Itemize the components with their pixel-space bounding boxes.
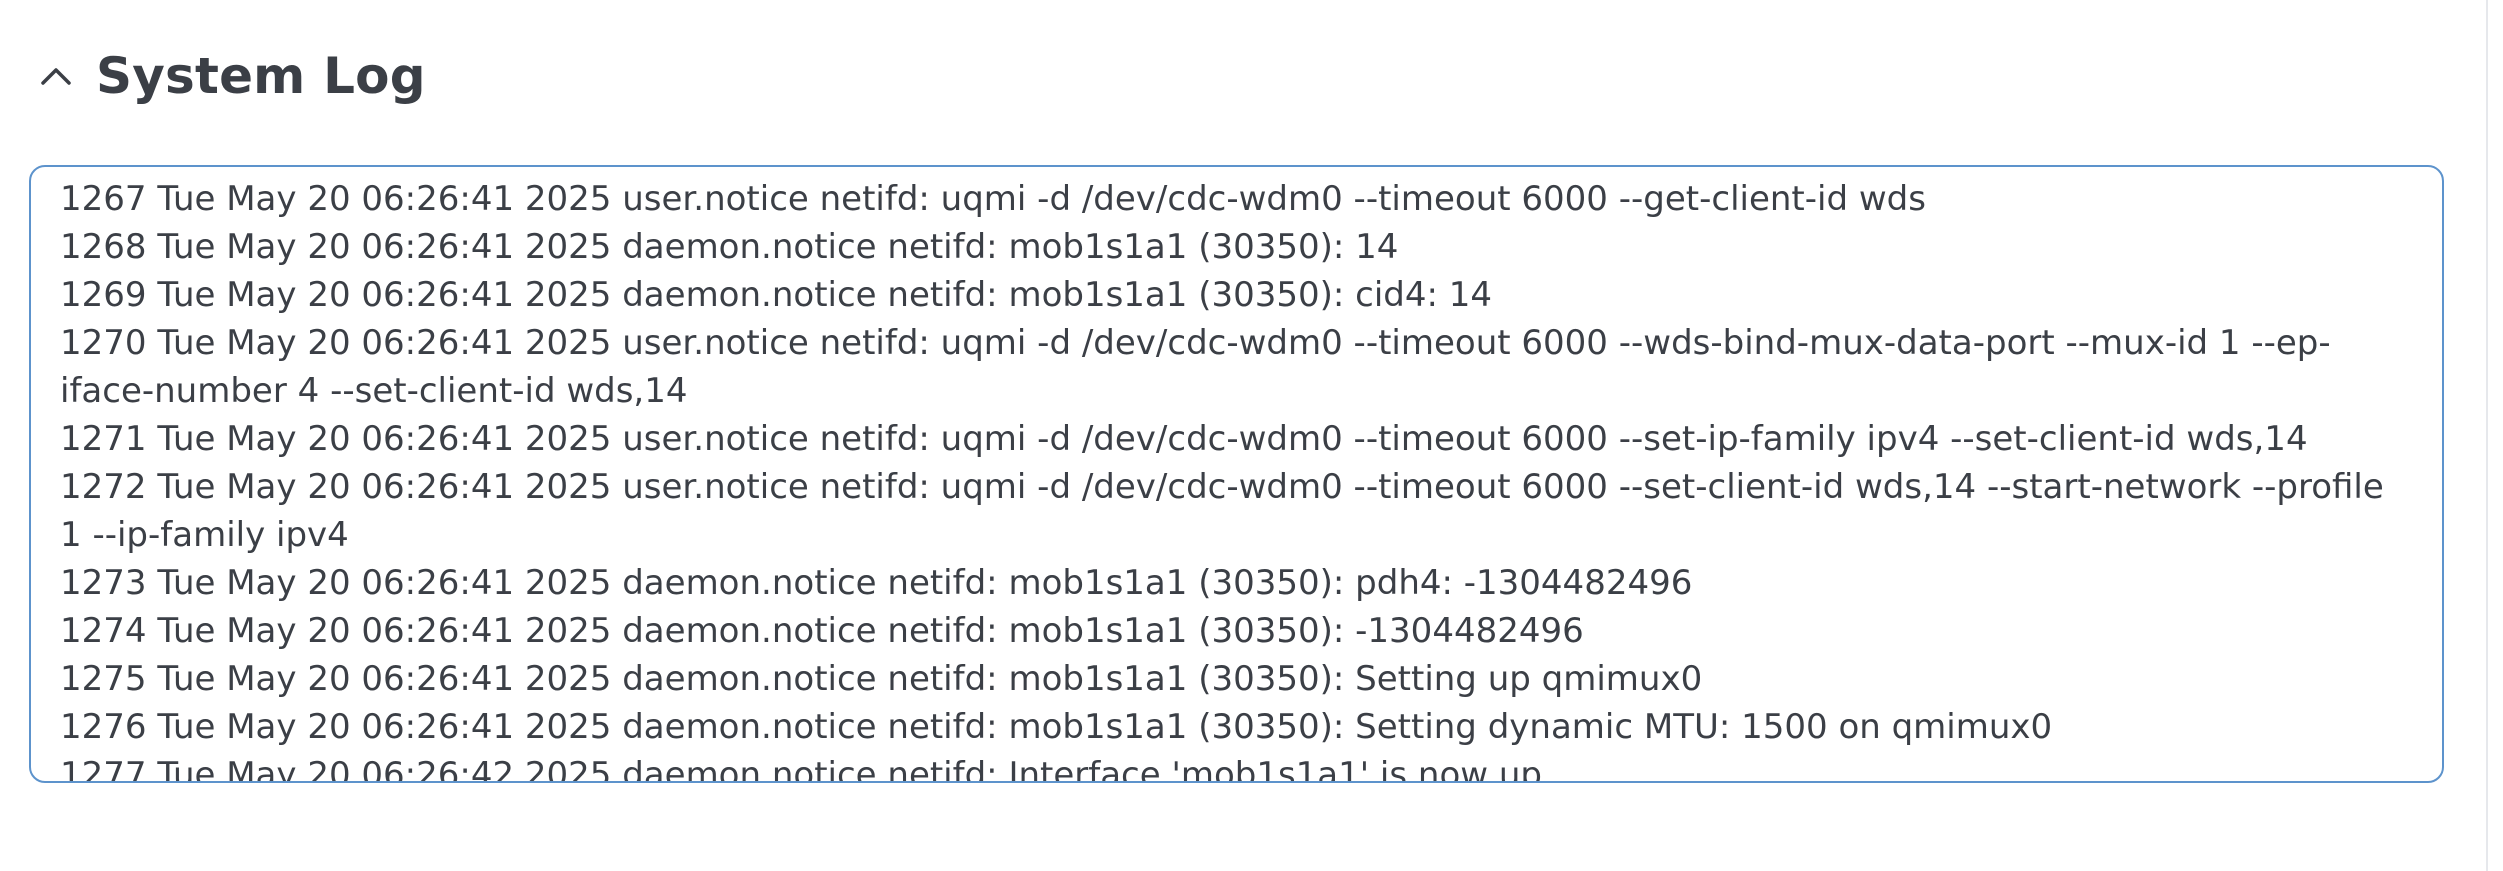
- log-line: 1277 Tue May 20 06:26:42 2025 daemon.not…: [60, 755, 1542, 783]
- system-log-textarea[interactable]: 1267 Tue May 20 06:26:41 2025 user.notic…: [29, 165, 2444, 783]
- log-line: 1276 Tue May 20 06:26:41 2025 daemon.not…: [60, 707, 2053, 747]
- log-content: 1267 Tue May 20 06:26:41 2025 user.notic…: [31, 167, 2442, 783]
- log-line: 1274 Tue May 20 06:26:41 2025 daemon.not…: [60, 611, 1584, 651]
- log-line: 1268 Tue May 20 06:26:41 2025 daemon.not…: [60, 227, 1399, 267]
- chevron-up-icon[interactable]: [38, 58, 74, 94]
- section-title: System Log: [96, 47, 426, 105]
- system-log-section-header[interactable]: System Log: [38, 38, 426, 114]
- page-divider: [2486, 0, 2488, 871]
- log-line: 1273 Tue May 20 06:26:41 2025 daemon.not…: [60, 563, 1693, 603]
- log-line: 1272 Tue May 20 06:26:41 2025 user.notic…: [60, 467, 2384, 555]
- log-line: 1275 Tue May 20 06:26:41 2025 daemon.not…: [60, 659, 1703, 699]
- log-line: 1271 Tue May 20 06:26:41 2025 user.notic…: [60, 419, 2308, 459]
- log-line: 1270 Tue May 20 06:26:41 2025 user.notic…: [60, 323, 2331, 411]
- log-line: 1269 Tue May 20 06:26:41 2025 daemon.not…: [60, 275, 1493, 315]
- log-line: 1267 Tue May 20 06:26:41 2025 user.notic…: [60, 179, 1926, 219]
